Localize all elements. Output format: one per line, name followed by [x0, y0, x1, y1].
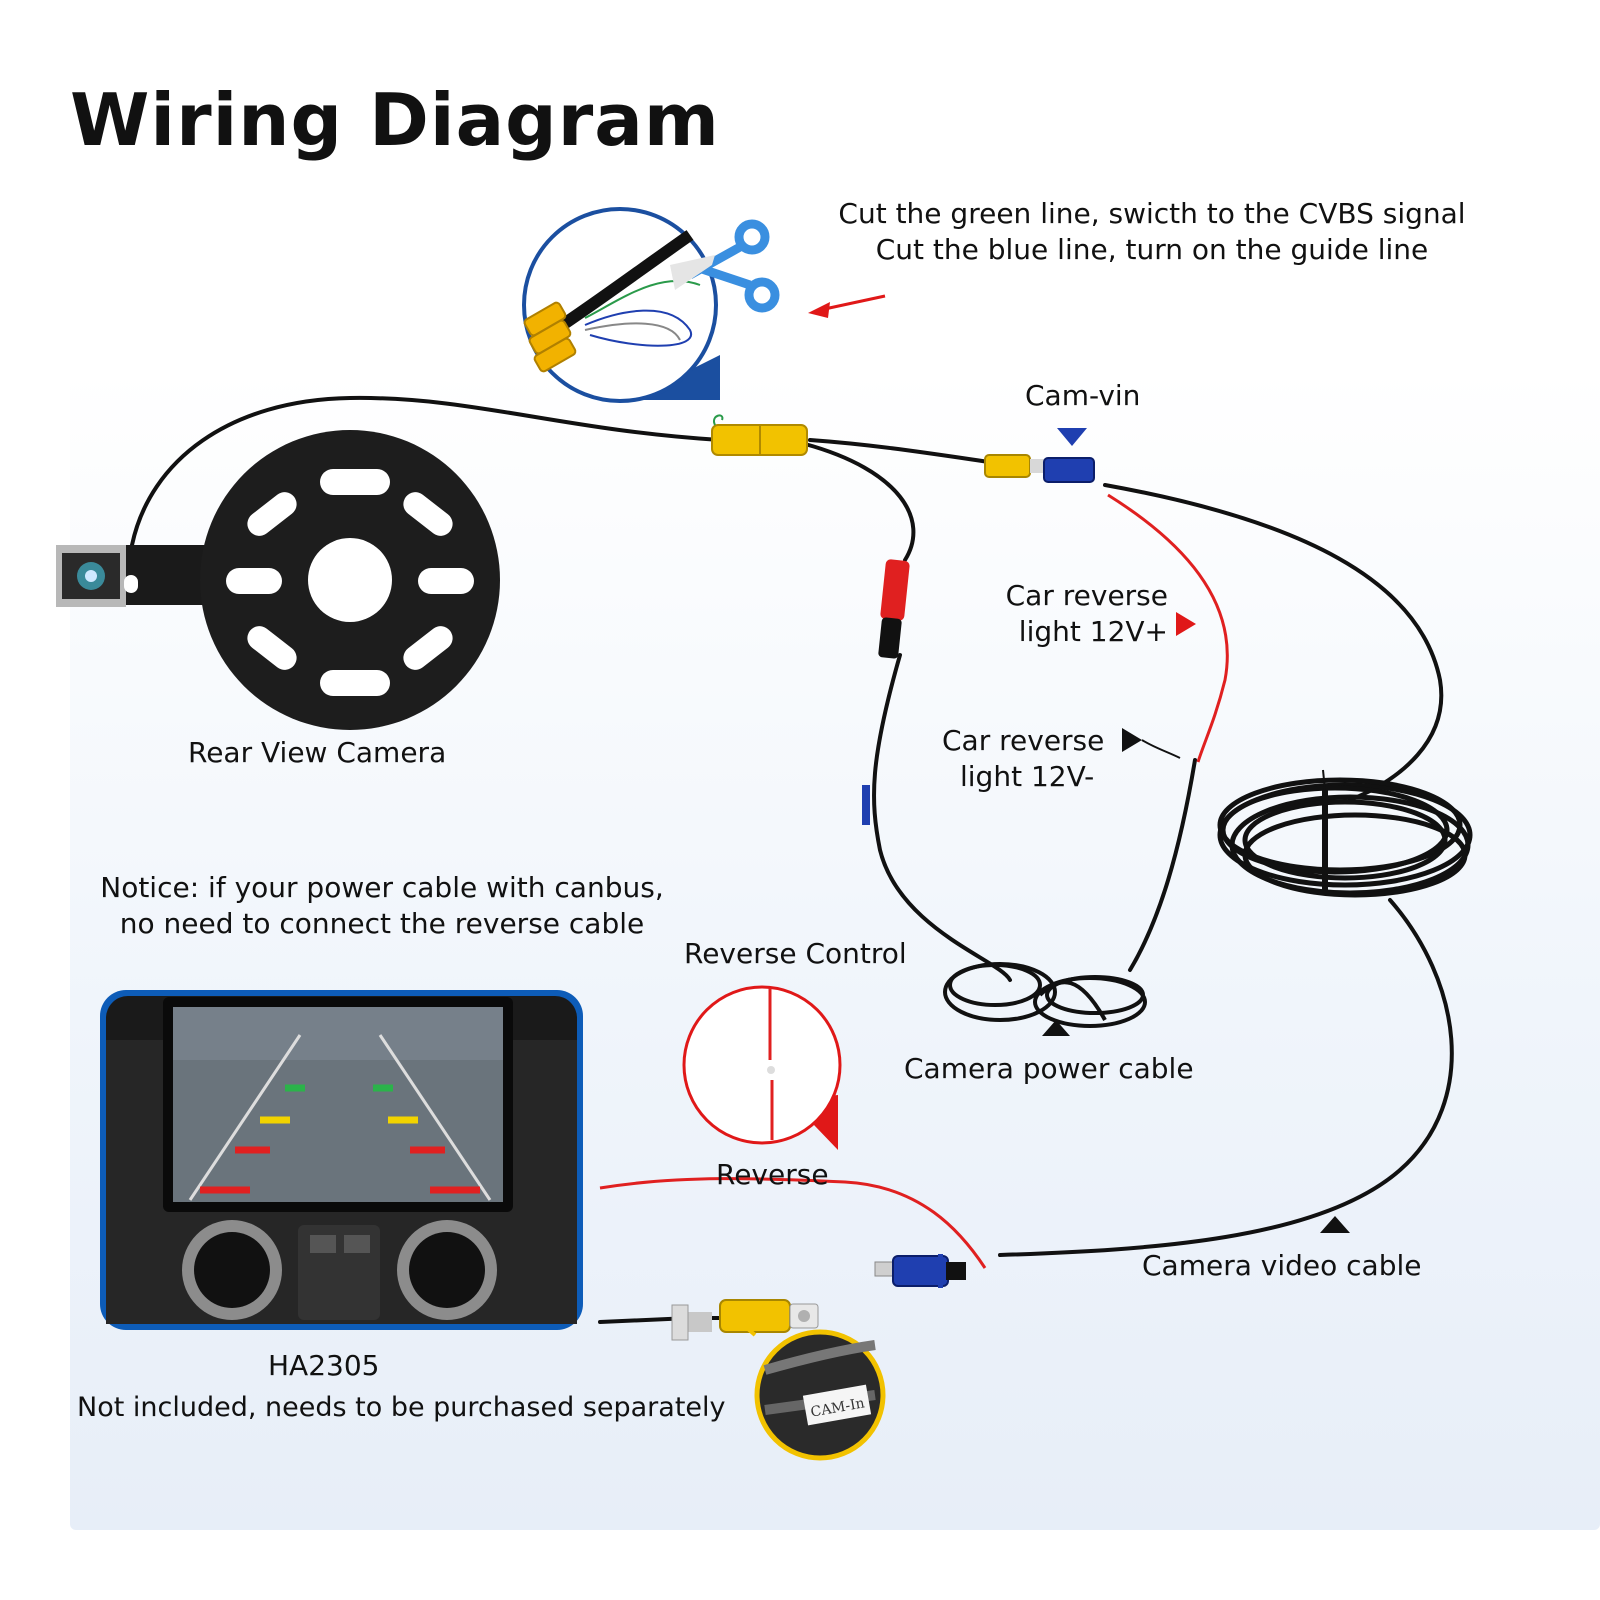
cam-vin-marker-icon: [1057, 428, 1087, 446]
reverse-minus-label-line1: Car reverse: [942, 724, 1105, 757]
reverse-minus-wire: [1128, 758, 1197, 972]
camera-video-cable-label: Camera video cable: [1142, 1249, 1422, 1282]
reverse-plus-label-line2: light 12V+: [1018, 615, 1168, 648]
video-rca-bottom: [874, 1254, 966, 1288]
notice-line1: Notice: if your power cable with canbus,: [100, 871, 664, 904]
camera-power-cable-label: Camera power cable: [904, 1052, 1194, 1085]
reverse-control-callout: [682, 985, 842, 1150]
power-cable-coil: [943, 962, 1147, 1028]
reverse-plus-label: Car reverse light 12V+: [988, 578, 1168, 650]
camera-cable: [130, 395, 722, 547]
power-plug: [862, 559, 910, 825]
model-label: HA2305: [268, 1349, 380, 1382]
page-title: Wiring Diagram: [70, 78, 720, 162]
cut-note-line2: Cut the blue line, turn on the guide lin…: [875, 233, 1429, 266]
reverse-label: Reverse: [716, 1158, 829, 1191]
video-cable-bottom: [998, 898, 1454, 1257]
rear-view-camera: [56, 430, 500, 730]
power-cable: [872, 653, 1012, 982]
notice-line2: no need to connect the reverse cable: [119, 907, 645, 940]
power-cable-marker-icon: [1042, 1020, 1070, 1036]
reverse-minus-label: Car reverse light 12V-: [942, 723, 1122, 795]
cut-wire-callout: [522, 207, 886, 403]
video-cable-coil: [1217, 769, 1473, 898]
cam-in-callout: CAM-In: [730, 1313, 886, 1461]
not-included-label: Not included, needs to be purchased sepa…: [77, 1392, 726, 1423]
video-cable-marker-icon: [1320, 1216, 1350, 1233]
cut-note-line1: Cut the green line, swicth to the CVBS s…: [838, 197, 1466, 230]
reverse-plus-marker-icon: [1176, 612, 1196, 636]
video-cable-top: [1103, 483, 1444, 802]
head-unit-image: [100, 990, 583, 1330]
reverse-minus-marker-icon: [1122, 728, 1142, 752]
reverse-plus-label-line1: Car reverse: [1005, 579, 1168, 612]
markers: [1042, 428, 1350, 1233]
video-branch: [808, 438, 1012, 467]
notice-text: Notice: if your power cable with canbus,…: [82, 870, 682, 942]
splitter-connector: [711, 414, 808, 456]
cut-note: Cut the green line, swicth to the CVBS s…: [812, 196, 1492, 268]
cam-vin-label: Cam-vin: [1025, 379, 1141, 412]
red-arrow-icon: [819, 294, 886, 312]
rear-view-camera-label: Rear View Camera: [188, 736, 447, 769]
reverse-control-wire: [599, 1177, 987, 1269]
reverse-control-label: Reverse Control: [684, 937, 907, 970]
reverse-minus-label-line2: light 12V-: [960, 760, 1095, 793]
reverse-plus-wire: [1107, 493, 1229, 763]
cam-vin-rca: [984, 454, 1095, 483]
power-branch: [803, 442, 916, 562]
